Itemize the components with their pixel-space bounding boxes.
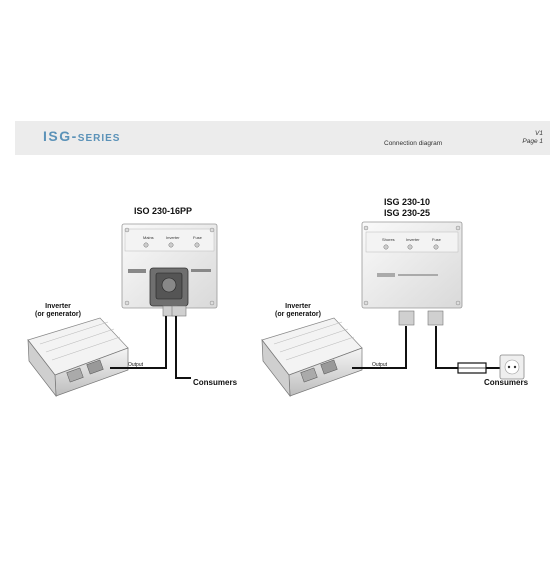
left-inverter-line1: Inverter (45, 303, 71, 310)
left-panel-label-1: Mains (143, 235, 154, 240)
left-inverter-label: Inverter (or generator) (22, 303, 94, 319)
left-panel-label-2: Inverter (166, 235, 180, 240)
right-output-label: Output (372, 362, 388, 368)
right-panel-label-1: Shores (382, 237, 395, 242)
right-inverter (261, 317, 363, 398)
page-label: Page 1 (522, 138, 543, 145)
left-consumers-label: Consumers (193, 378, 238, 387)
right-consumers-label: Consumers (484, 378, 529, 387)
left-wiring (110, 316, 191, 379)
left-inverter (27, 317, 129, 398)
right-inverter-line1: Inverter (285, 303, 311, 310)
right-inverter-label: Inverter (or generator) (262, 303, 334, 319)
brand-logo: ISG-SERIES (43, 128, 121, 144)
right-wiring (352, 326, 502, 369)
version-label: V1 (535, 130, 543, 137)
left-inverter-line2: (or generator) (35, 311, 81, 318)
right-model-title-2: ISG 230-25 (384, 208, 431, 218)
left-output-label: Output (128, 362, 144, 368)
version-info: V1 Page 1 (522, 130, 543, 146)
right-panel-label-2: Inverter (406, 237, 420, 242)
header-band: ISG-SERIES Connection diagram V1 Page 1 (15, 121, 550, 155)
left-panel-label-3: Fuse (193, 235, 203, 240)
left-isolation-transformer: Mains Inverter Fuse (121, 223, 218, 317)
socket-outlet (499, 354, 525, 380)
right-panel-label-3: Fuse (432, 237, 442, 242)
right-isolation-transformer: Shores Inverter Fuse (361, 221, 463, 326)
document-subtitle: Connection diagram (384, 140, 443, 147)
left-model-title: ISO 230-16PP (134, 206, 193, 216)
right-inverter-line2: (or generator) (275, 311, 321, 318)
right-model-title-1: ISG 230-10 (384, 197, 431, 207)
